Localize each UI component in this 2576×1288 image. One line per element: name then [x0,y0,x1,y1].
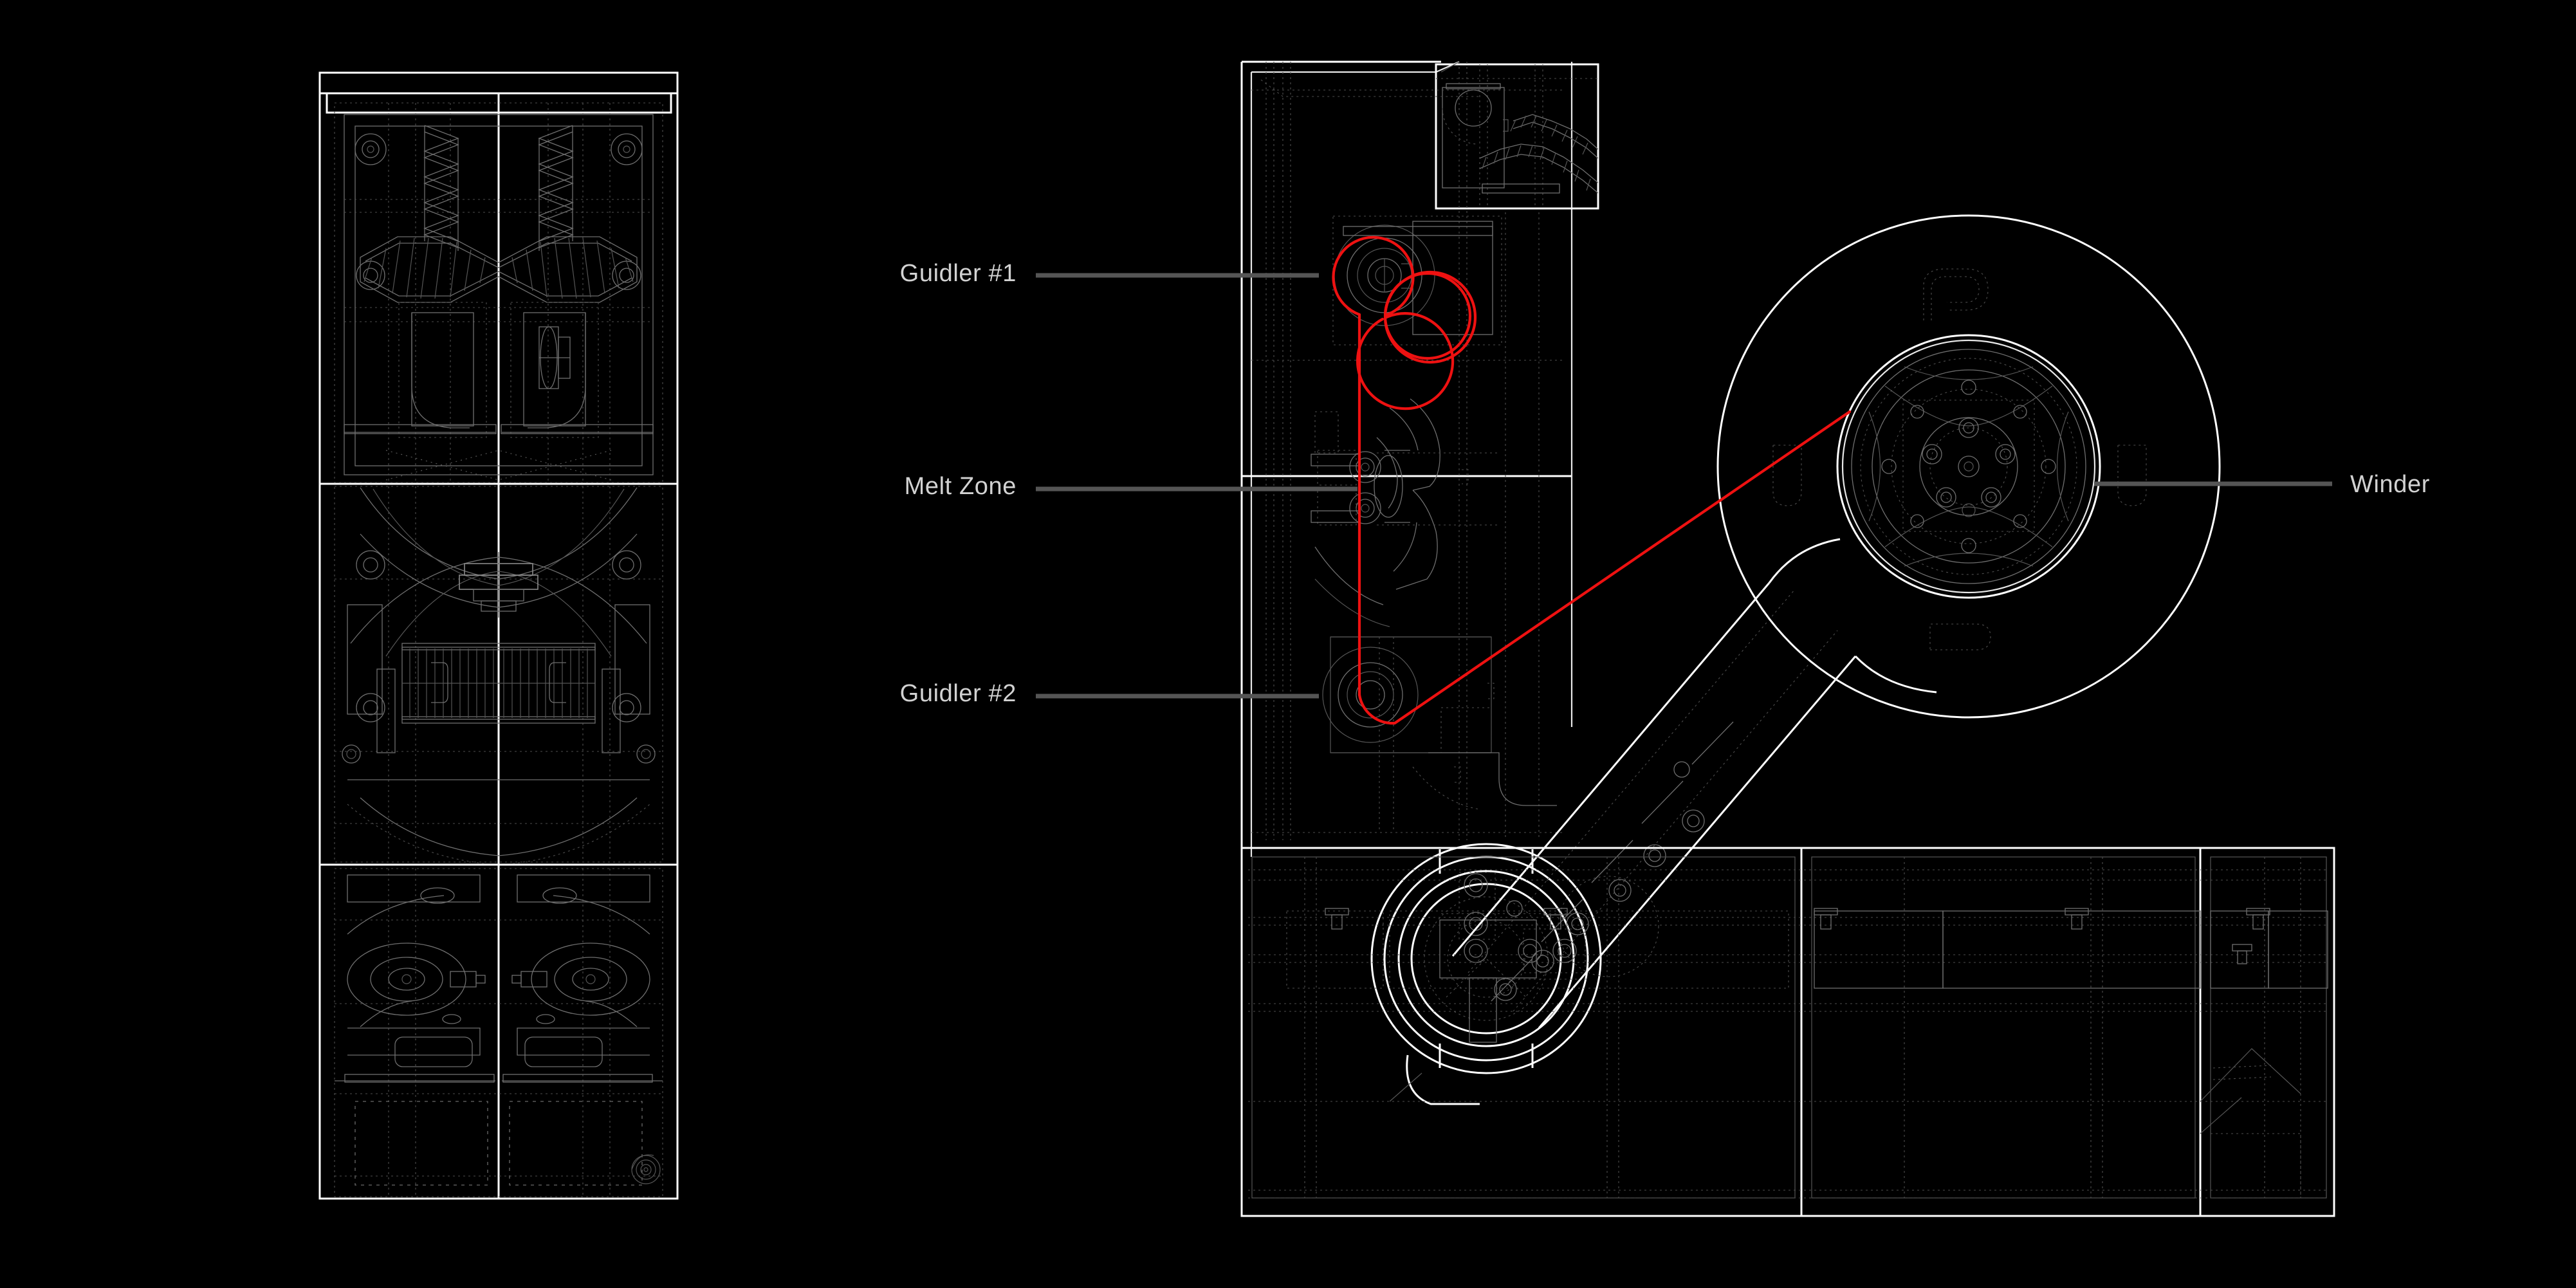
callout-guidler-2[interactable]: Guidler #2 [900,680,1319,707]
bearing-boss-right [611,133,643,165]
motor-body [1442,83,1509,189]
right-side-section-view [1240,60,2335,1217]
filament-path [1332,235,1852,725]
right-view-column-frame [1240,60,1573,1216]
boss-small-left [342,744,361,764]
callout-melt-zone[interactable]: Melt Zone [905,473,1357,500]
left-panel-gearbox [334,102,663,483]
guidler-2-pulley [1322,647,1419,743]
callout-guidler-1[interactable]: Guidler #1 [900,260,1319,287]
boss-right-b [612,550,641,580]
column-internals [1251,62,1563,840]
callout-label-winder: Winder [2350,471,2430,498]
bevel-gear-pair [1479,114,1598,194]
worm-screw-left [423,125,459,251]
spindle-block [459,552,538,618]
winder-swing-arm [1406,538,1937,1105]
callout-label-guidler-2: Guidler #2 [900,680,1017,707]
base-table [1240,847,2335,1217]
spool-slot-bottom [1929,623,1991,650]
melt-zone-assembly [1311,398,1499,627]
winder-hub-bolt-circle [1919,417,2018,517]
worm-screw-right [538,125,574,251]
gearbox-inset-window [1435,63,1599,210]
spool-hook-top [1923,268,1989,320]
left-front-elevation-view [318,71,679,1200]
motor-face-right [531,943,650,1016]
callout-label-guidler-1: Guidler #1 [900,260,1017,287]
boss-left-b2 [356,693,385,722]
t-slot-fastener [1325,908,2270,964]
boss-small-right [636,744,656,764]
pulley-detail [538,326,571,389]
bearing-boss-left [354,133,387,165]
boss-right-b2 [612,693,641,722]
callout-label-melt-zone: Melt Zone [905,473,1017,500]
spool-slot-right [2117,445,2147,506]
left-view-frame [318,92,679,1200]
pivot-joint [1370,843,1602,1074]
left-panel-base [334,868,663,1197]
spool-slot-left [1772,445,1802,506]
corner-coil-detail [631,1154,661,1184]
left-panel-heater [334,486,663,863]
heater-coil-block [401,643,596,724]
winder-spool [1716,214,2221,719]
callout-winder[interactable]: Winder [2094,471,2430,498]
motor-face-left [347,943,466,1016]
boss-left-b [356,550,385,580]
